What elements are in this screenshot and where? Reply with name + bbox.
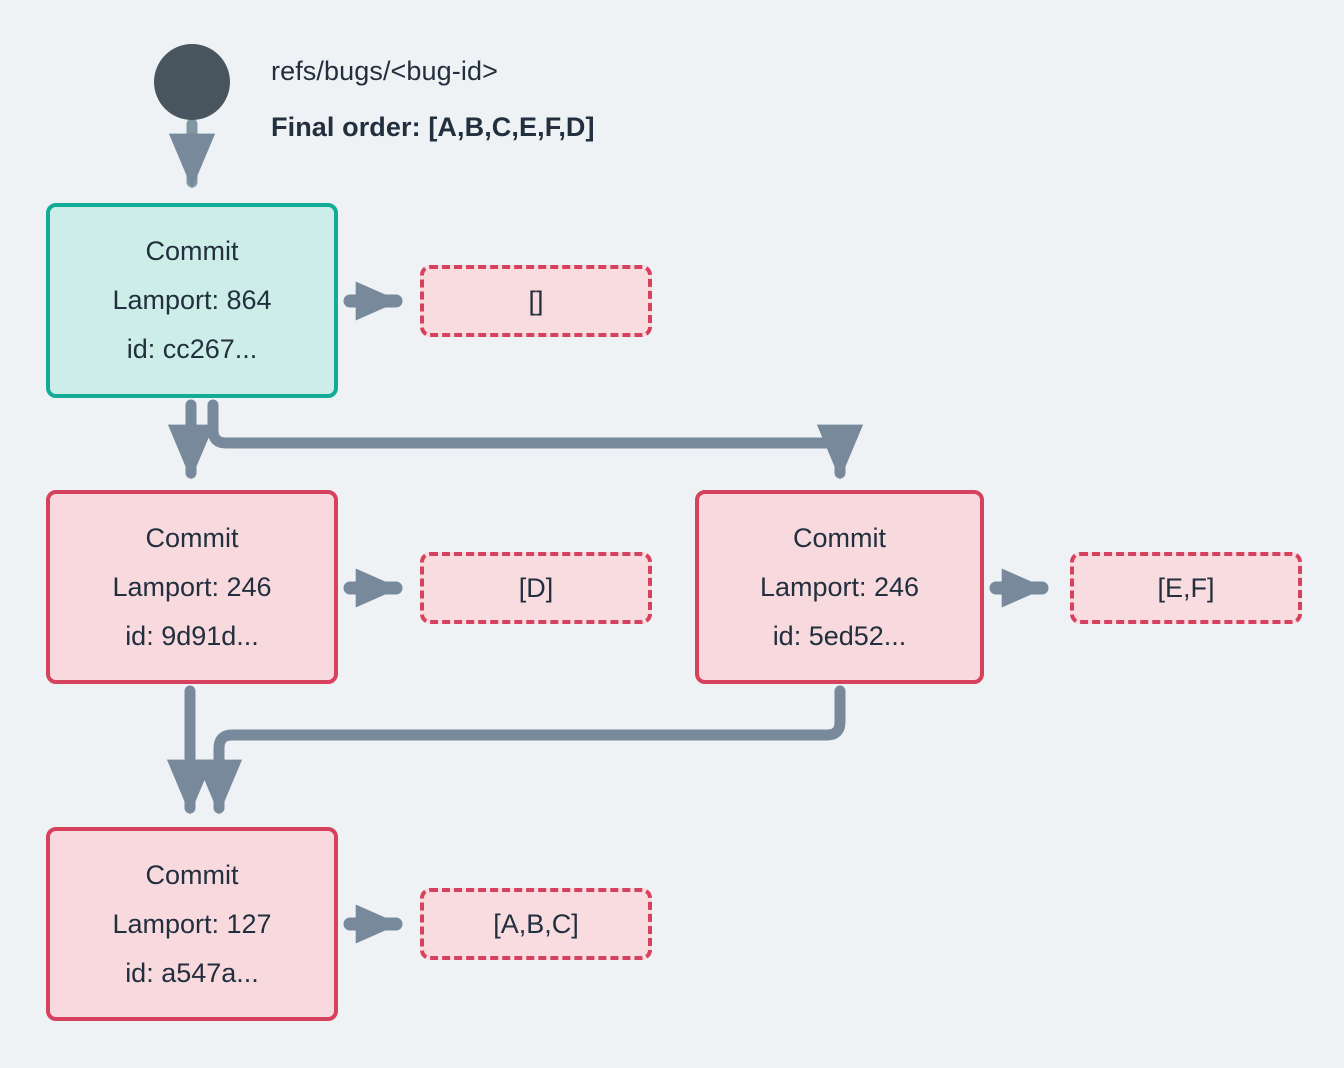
commit-lamport: Lamport: 127 [112, 908, 272, 939]
commit-title: Commit [145, 236, 239, 266]
root-ref-node[interactable] [154, 44, 230, 120]
commit-title: Commit [145, 859, 239, 890]
edge-commit-c-to-commit-d [195, 685, 846, 815]
ops-label: [] [528, 285, 544, 316]
commit-node-a[interactable]: Commit Lamport: 864 id: cc267... [46, 203, 338, 398]
final-order-label: Final order: [A,B,C,E,F,D] [271, 112, 595, 142]
commit-hash: id: 9d91d... [125, 620, 259, 651]
ref-path-label: refs/bugs/<bug-id> [271, 56, 498, 86]
ops-label: [A,B,C] [493, 908, 579, 939]
ops-box-a[interactable]: [] [420, 265, 652, 337]
commit-hash: id: cc267... [126, 334, 258, 364]
ops-box-b[interactable]: [D] [420, 552, 652, 624]
commit-lamport: Lamport: 246 [759, 571, 920, 602]
commit-node-b[interactable]: Commit Lamport: 246 id: 9d91d... [46, 490, 338, 684]
commit-lamport: Lamport: 246 [112, 571, 272, 602]
ops-box-c[interactable]: [E,F] [1070, 552, 1302, 624]
commit-node-d[interactable]: Commit Lamport: 127 id: a547a... [46, 827, 338, 1021]
ops-label: [D] [518, 572, 554, 603]
ops-box-d[interactable]: [A,B,C] [420, 888, 652, 960]
commit-hash: id: 5ed52... [772, 620, 907, 651]
commit-hash: id: a547a... [125, 957, 259, 988]
commit-node-c[interactable]: Commit Lamport: 246 id: 5ed52... [695, 490, 984, 684]
ops-label: [E,F] [1157, 572, 1215, 603]
commit-lamport: Lamport: 864 [112, 285, 272, 315]
edge-commit-a-to-commit-c [207, 399, 864, 480]
commit-title: Commit [145, 522, 239, 553]
commit-title: Commit [793, 522, 886, 553]
